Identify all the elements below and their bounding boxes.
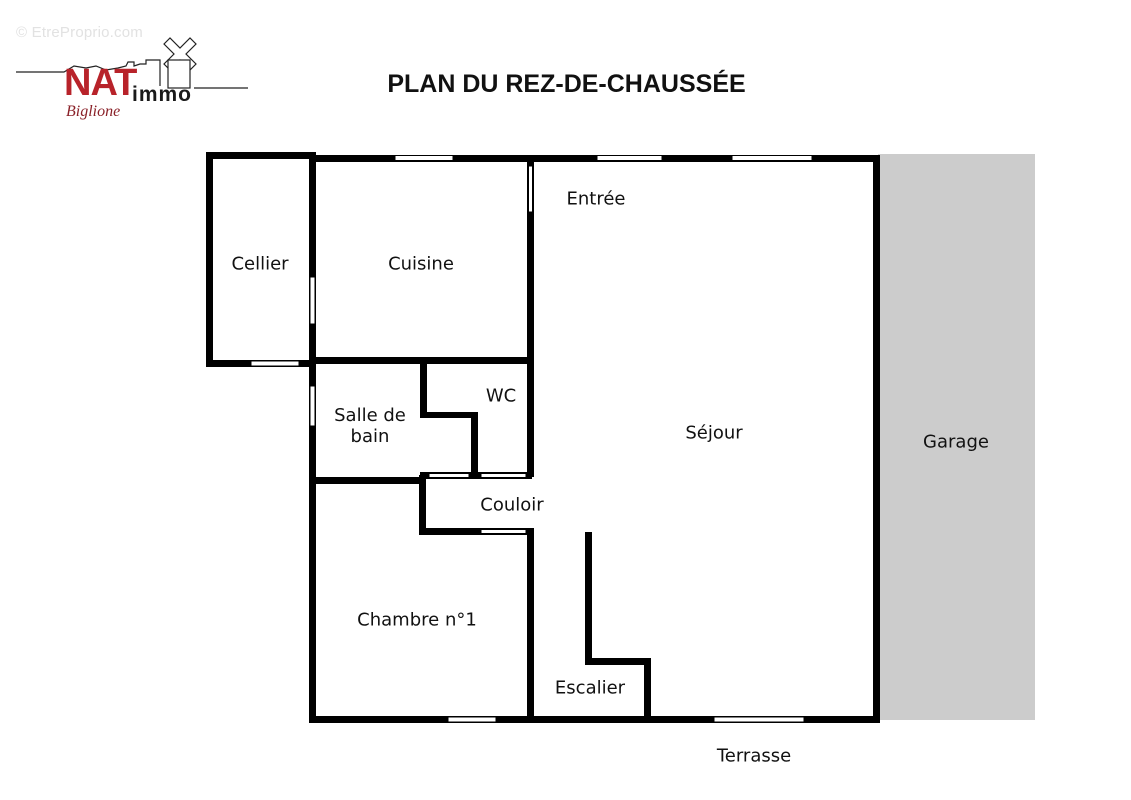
room-label-cuisine: Cuisine bbox=[388, 253, 454, 275]
room-label-sejour: Séjour bbox=[685, 422, 743, 444]
room-label-salle-de-bain: Salle de bain bbox=[334, 405, 406, 447]
room-label-salle-de-bain-line1: Salle de bbox=[334, 405, 406, 426]
room-label-couloir: Couloir bbox=[480, 494, 544, 516]
room-label-terrasse: Terrasse bbox=[716, 745, 792, 767]
walls bbox=[206, 152, 880, 723]
page-title-text: PLAN DU REZ-DE-CHAUSSÉE bbox=[387, 70, 746, 98]
room-label-wc: WC bbox=[485, 385, 517, 407]
logo-subtitle: Biglione bbox=[66, 103, 121, 120]
room-label-entree: Entrée bbox=[566, 188, 626, 210]
agency-logo bbox=[14, 26, 254, 126]
windows-doors bbox=[250, 155, 813, 723]
room-label-salle-de-bain-line2: bain bbox=[350, 426, 390, 447]
room-label-garage: Garage bbox=[923, 431, 989, 453]
watermark: © EtreProprio.com bbox=[16, 24, 143, 41]
logo-suffix: immo bbox=[132, 83, 193, 106]
page-title: PLAN DU REZ-DE-CHAUSSÉE bbox=[0, 70, 1131, 99]
room-label-cellier: Cellier bbox=[231, 253, 289, 275]
room-label-escalier: Escalier bbox=[554, 677, 626, 699]
logo-brand: NAT bbox=[64, 62, 137, 104]
garage-area bbox=[878, 154, 1035, 720]
room-label-chambre: Chambre n°1 bbox=[357, 609, 477, 631]
skyline-windmill-icon bbox=[16, 37, 248, 89]
